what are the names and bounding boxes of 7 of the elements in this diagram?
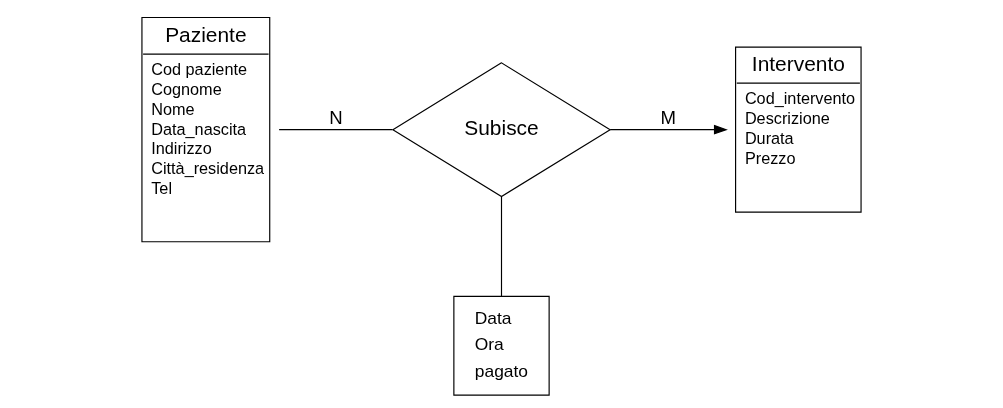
connector [278, 129, 393, 131]
edge-label: N [329, 106, 343, 128]
arrow [609, 124, 728, 135]
node-diamond: Subisce [391, 62, 612, 198]
edge-label: M [660, 106, 676, 128]
node-box: Data Ora pagato [453, 295, 550, 396]
connector [500, 196, 503, 297]
